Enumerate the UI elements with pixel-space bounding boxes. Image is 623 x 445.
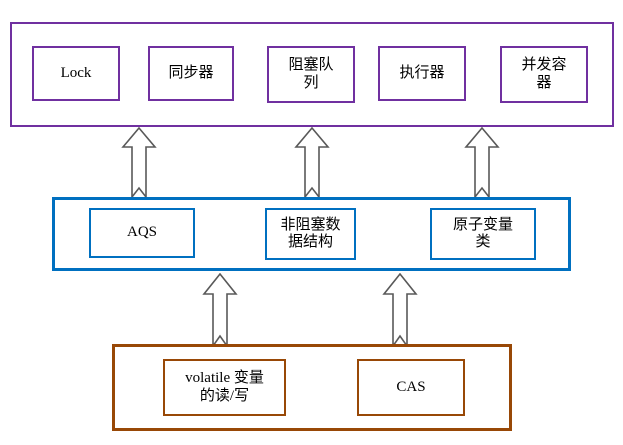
middle-layer-container (52, 197, 571, 271)
node-nonblocking-data-structure[interactable]: 非阻塞数据结构 (265, 208, 356, 260)
arrow-volatile-to-middle-layer (202, 273, 238, 347)
node-lock-label: Lock (60, 64, 92, 81)
node-lock[interactable]: Lock (32, 46, 120, 101)
node-cas[interactable]: CAS (357, 359, 465, 416)
node-nonblocking-data-structure-label: 非阻塞数据结构 (280, 216, 341, 250)
node-synchronizer-label: 同步器 (168, 64, 214, 81)
node-aqs-label: AQS (126, 224, 157, 241)
node-atomic-variable-class-label: 原子变量类 (452, 216, 513, 250)
node-executor-label: 执行器 (399, 64, 445, 81)
bottom-layer-container (112, 344, 512, 431)
node-blocking-queue-label: 阻塞队列 (288, 57, 334, 91)
arrow-cas-to-middle-layer (382, 273, 418, 347)
arrow-atomic-to-top-layer (464, 127, 500, 198)
node-volatile-read-write[interactable]: volatile 变量的读/写 (163, 359, 286, 416)
node-blocking-queue[interactable]: 阻塞队列 (267, 46, 355, 103)
node-concurrent-container[interactable]: 并发容器 (500, 46, 588, 103)
arrow-aqs-to-top-layer (121, 127, 157, 198)
arrow-nonblocking-to-top-layer (294, 127, 330, 198)
node-cas-label: CAS (396, 378, 426, 395)
node-volatile-read-write-label: volatile 变量的读/写 (185, 370, 264, 404)
node-concurrent-container-label: 并发容器 (521, 57, 567, 91)
node-atomic-variable-class[interactable]: 原子变量类 (430, 208, 536, 260)
node-aqs[interactable]: AQS (89, 208, 195, 258)
node-executor[interactable]: 执行器 (378, 46, 466, 101)
top-layer-container (10, 22, 614, 127)
node-synchronizer[interactable]: 同步器 (148, 46, 234, 101)
